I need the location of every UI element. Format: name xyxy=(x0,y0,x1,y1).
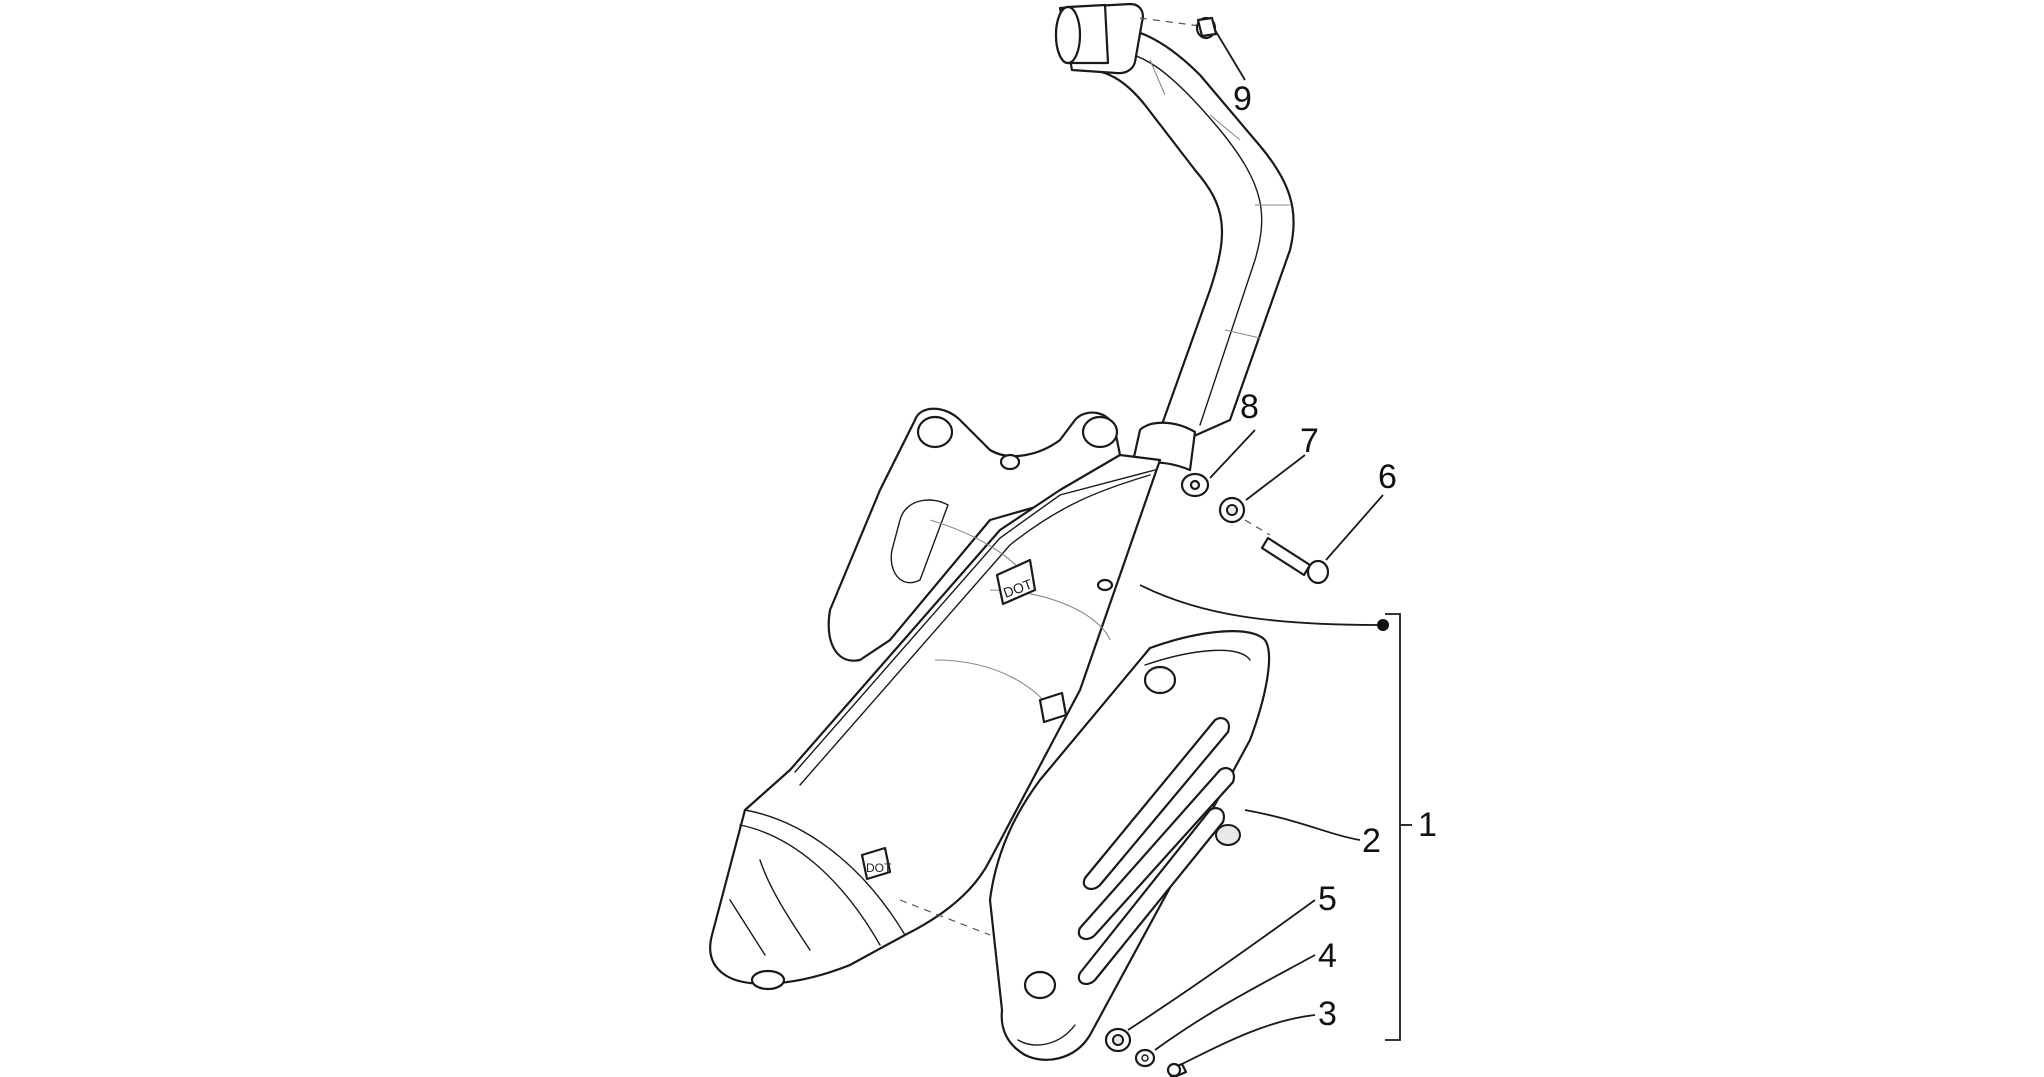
callout-4: 4 xyxy=(1318,937,1337,975)
callout-7: 7 xyxy=(1300,422,1319,460)
callout-1: 1 xyxy=(1418,806,1437,844)
callout-labels: 9 8 7 6 2 1 5 4 3 xyxy=(1233,80,1437,1033)
heat-shield xyxy=(988,630,1271,1061)
callout-2: 2 xyxy=(1362,822,1381,860)
grommet-item-5 xyxy=(1104,1027,1132,1053)
flange-nut xyxy=(1139,16,1218,40)
screw-item-3 xyxy=(1166,1062,1188,1077)
callout-8: 8 xyxy=(1240,388,1259,426)
exhaust-pipe xyxy=(1054,2,1295,472)
muffler: DOT DOT xyxy=(709,407,1162,991)
bolt-item-6 xyxy=(1260,536,1330,585)
spring-washer-item-7 xyxy=(1218,496,1246,524)
washer-item-8 xyxy=(1180,472,1210,498)
callout-3: 3 xyxy=(1318,995,1337,1033)
callout-5: 5 xyxy=(1318,880,1337,918)
svg-text:DOT: DOT xyxy=(866,861,892,875)
leader-lines xyxy=(1127,29,1412,1065)
washer-item-4 xyxy=(1134,1048,1156,1068)
callout-9: 9 xyxy=(1233,80,1252,118)
callout-6: 6 xyxy=(1378,458,1397,496)
